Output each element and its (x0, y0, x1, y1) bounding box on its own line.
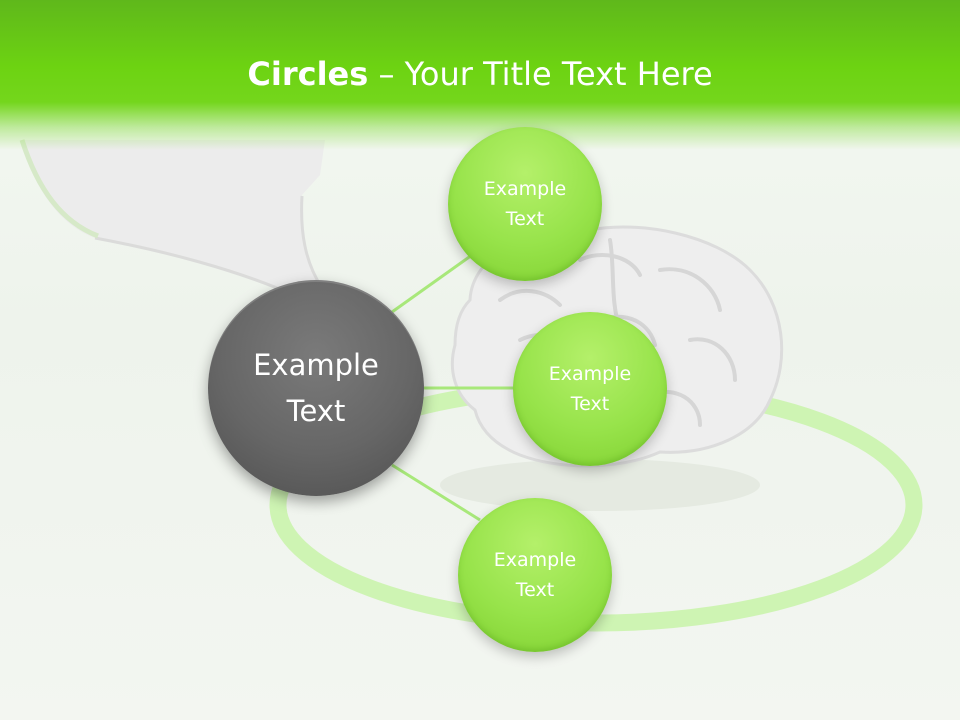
title-bold: Circles (247, 55, 369, 93)
node-circle-3: Example Text (458, 498, 612, 652)
node-circle-2-label: Example Text (548, 363, 632, 415)
connectors (391, 253, 515, 522)
title-bar (0, 0, 960, 150)
connector-1 (391, 253, 473, 314)
center-circle-label: Example Text (253, 348, 379, 428)
center-circle: Example Text (208, 280, 424, 496)
funnel-illustration (19, 139, 325, 300)
title-rest: – Your Title Text Here (368, 55, 713, 93)
node-circle-1-label: Example Text (483, 178, 567, 230)
node-circle-3-label: Example Text (493, 549, 577, 601)
connector-3 (391, 463, 481, 522)
slide-title: Circles – Your Title Text Here (0, 52, 960, 96)
node-circle-2: Example Text (513, 312, 667, 466)
node-circle-1: Example Text (448, 127, 602, 281)
